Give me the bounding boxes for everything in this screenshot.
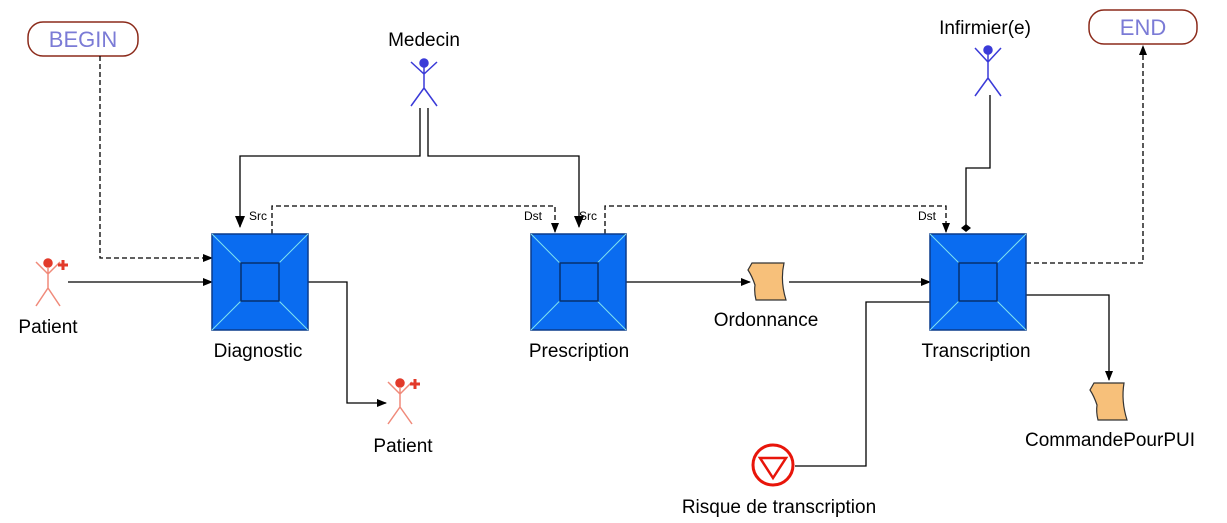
flow-medecin-prescription[interactable] bbox=[427, 108, 584, 228]
actor-patient-in[interactable]: Patient bbox=[18, 258, 78, 338]
document-ordonnance-label: Ordonnance bbox=[714, 310, 819, 331]
person-icon bbox=[974, 45, 1002, 97]
flow-transcription-end[interactable] bbox=[1026, 45, 1147, 264]
begin-label: BEGIN bbox=[49, 27, 117, 52]
flow-transcription-commande[interactable] bbox=[1026, 294, 1113, 381]
link-diagnostic-prescription[interactable] bbox=[271, 205, 559, 234]
actor-infirmier[interactable]: Infirmier(e) bbox=[939, 18, 1031, 97]
actor-medecin-label: Medecin bbox=[388, 30, 460, 51]
activity-prescription-label: Prescription bbox=[529, 341, 629, 362]
flow-begin-diagnostic[interactable] bbox=[99, 56, 213, 262]
activity-transcription-label: Transcription bbox=[921, 341, 1030, 362]
patient-icon bbox=[387, 378, 420, 425]
activity-prescription[interactable]: Prescription bbox=[529, 233, 629, 362]
dst-label-prescription: Dst bbox=[524, 209, 543, 223]
activity-diagnostic[interactable]: Diagnostic bbox=[211, 233, 309, 362]
dst-label-transcription: Dst bbox=[918, 209, 937, 223]
patient-icon bbox=[35, 258, 68, 307]
end-terminal[interactable]: END bbox=[1088, 9, 1198, 45]
src-label-prescription: Src bbox=[579, 209, 597, 223]
actor-patient-in-label: Patient bbox=[18, 317, 78, 338]
document-commande-label: CommandePourPUI bbox=[1025, 430, 1195, 451]
flow-medecin-diagnostic[interactable] bbox=[235, 108, 421, 228]
begin-terminal[interactable]: BEGIN bbox=[27, 21, 139, 57]
document-commande[interactable]: CommandePourPUI bbox=[1025, 382, 1195, 451]
person-icon bbox=[410, 58, 438, 107]
document-icon bbox=[1089, 382, 1128, 421]
actor-patient-out-label: Patient bbox=[373, 436, 433, 457]
document-icon bbox=[747, 262, 787, 301]
flow-infirmier-transcription[interactable] bbox=[961, 95, 991, 232]
risk-icon bbox=[751, 443, 795, 487]
connectors bbox=[68, 45, 1147, 467]
activity-diagnostic-label: Diagnostic bbox=[214, 341, 303, 362]
activity-transcription[interactable]: Transcription bbox=[921, 233, 1031, 362]
document-ordonnance[interactable]: Ordonnance bbox=[714, 262, 819, 331]
actor-patient-out[interactable]: Patient bbox=[373, 378, 433, 457]
end-label: END bbox=[1120, 15, 1166, 40]
actor-medecin[interactable]: Medecin bbox=[388, 30, 460, 107]
risk-label: Risque de transcription bbox=[682, 497, 876, 518]
flow-risque-transcription[interactable] bbox=[795, 301, 930, 467]
src-label-diagnostic: Src bbox=[249, 209, 267, 223]
risk-transcription[interactable]: Risque de transcription bbox=[682, 443, 876, 518]
actor-infirmier-label: Infirmier(e) bbox=[939, 18, 1031, 39]
link-prescription-transcription[interactable] bbox=[604, 205, 950, 234]
flow-diagnostic-patient[interactable] bbox=[308, 281, 387, 407]
